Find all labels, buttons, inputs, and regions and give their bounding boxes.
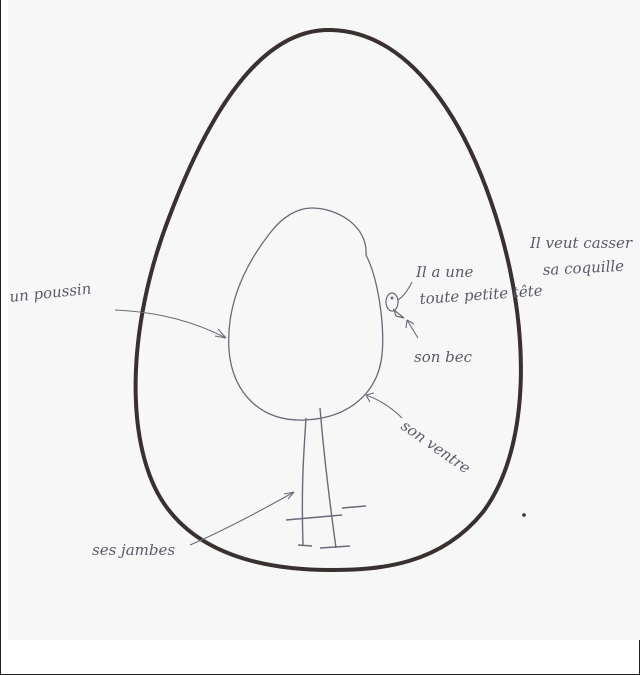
label-head-1: Il a une xyxy=(415,263,474,281)
label-wants-1: Il veut casser xyxy=(529,234,633,252)
arrow-legs xyxy=(190,492,294,545)
arrow-chick xyxy=(115,310,226,338)
stray-dot xyxy=(522,513,526,517)
chick-body xyxy=(229,208,383,420)
label-head-2: toute petite tête xyxy=(419,281,543,308)
chick-beak xyxy=(394,310,404,318)
label-chick: un poussin xyxy=(9,279,93,305)
chick-head xyxy=(386,293,398,311)
label-beak: son bec xyxy=(414,348,473,366)
label-belly: son ventre xyxy=(398,417,474,478)
arrow-belly xyxy=(366,395,402,418)
chick-legs xyxy=(286,408,366,548)
label-legs: ses jambes xyxy=(92,541,175,559)
label-wants-2: sa coquille xyxy=(542,257,624,279)
arrow-head xyxy=(398,282,412,300)
